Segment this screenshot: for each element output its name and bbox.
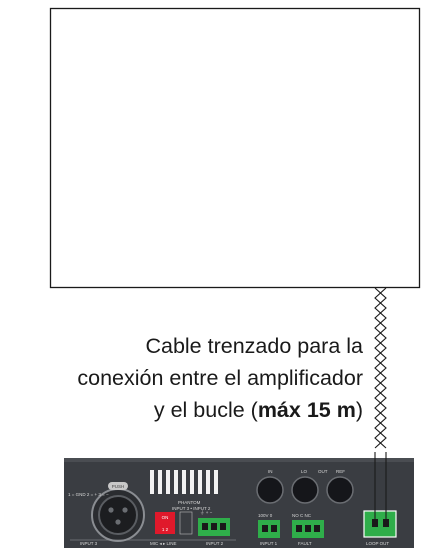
input2-label: INPUT 2 [206, 541, 224, 546]
lo-label: LO [301, 469, 308, 474]
induction-loop [49, 7, 421, 289]
fault-terminal-block[interactable] [292, 520, 324, 538]
dip-on-label: ON [162, 515, 169, 520]
input1-top-label: 100V 0 [258, 513, 273, 518]
caption-line-3-pre: y el bucle ( [153, 398, 258, 422]
cable-strand-2 [374, 287, 387, 449]
jack-out[interactable] [326, 476, 354, 504]
caption-line-3: y el bucle (máx 15 m) [3, 394, 363, 426]
caption-line-2: conexión entre el amplificador [77, 366, 363, 390]
amplifier-back-panel: PUSH 1 = GND 2 = + 3 = − PHANTOM INPUT 3… [64, 458, 414, 548]
input3-pin-legend: 1 = GND 2 = + 3 = − [68, 492, 109, 497]
dip-sub: INPUT 3 • INPUT 2 [172, 506, 211, 511]
xlr-input-connector: PUSH [91, 482, 145, 542]
cable-stub [374, 287, 387, 288]
fault-label: FAULT [298, 541, 312, 546]
dip-numbers: 1 2 [162, 527, 169, 532]
input2-terminal-block[interactable] [198, 518, 230, 536]
input1-terminal-block[interactable] [258, 520, 280, 538]
cable-strand-1 [374, 287, 387, 449]
twisted-pair-cable [374, 287, 387, 449]
phantom-dip-switch[interactable]: ON 1 2 [155, 512, 175, 534]
ventilation-grille [150, 470, 218, 494]
caption-line-1: Cable trenzado para la [145, 334, 363, 358]
cable-caption: Cable trenzado para la conexión entre el… [3, 330, 363, 426]
input2-symbols: ⏚ + − [200, 509, 213, 515]
push-label: PUSH [112, 484, 125, 489]
ref-label: REF [336, 469, 345, 474]
input3-label: INPUT 3 [80, 541, 98, 546]
out-label: OUT [318, 469, 328, 474]
dip-title: PHANTOM [178, 500, 201, 505]
fault-top-label: NO C NC [292, 513, 312, 518]
caption-line-3-post: ) [355, 398, 363, 422]
input1-label: INPUT 1 [260, 541, 278, 546]
caption-max-length: máx 15 m [257, 398, 356, 422]
in-label: IN [268, 469, 273, 474]
loop-out-terminal-block[interactable] [363, 510, 397, 538]
jack-in[interactable] [256, 476, 284, 504]
jack-lo[interactable] [291, 476, 319, 504]
mic-line-label: MIC ◂ ▸ LINE [150, 541, 177, 546]
loop-out-label: LOOP OUT [366, 541, 389, 546]
